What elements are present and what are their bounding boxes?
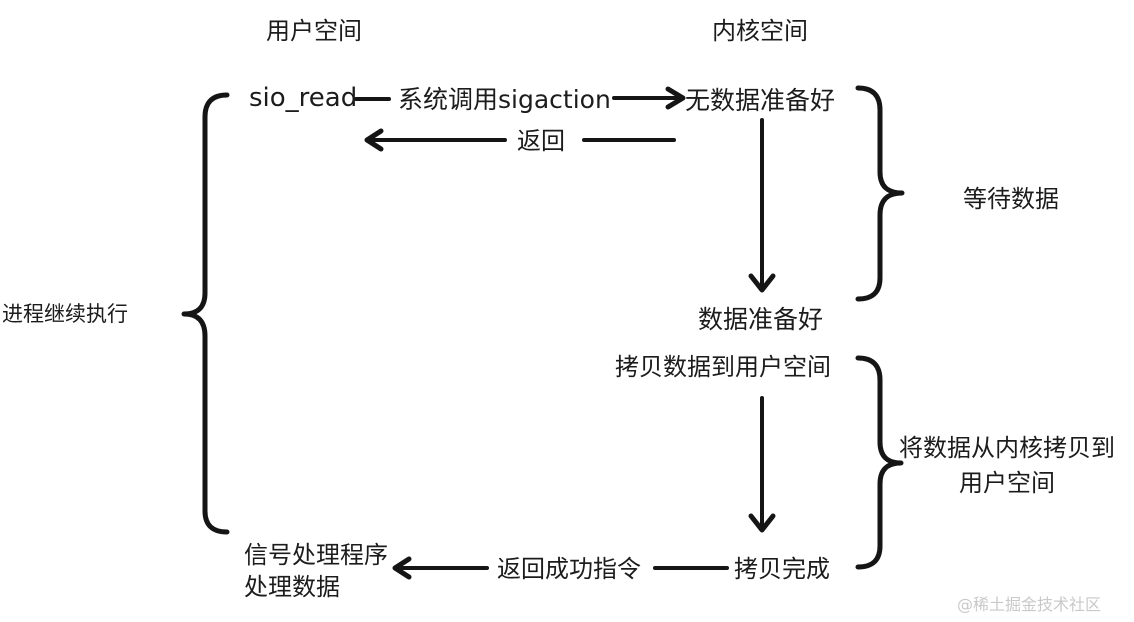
- edge-label-return: 返回: [517, 127, 565, 155]
- arrow-left-head-icon-2: [392, 556, 412, 580]
- node-no-data-ready: 无数据准备好: [685, 86, 836, 115]
- annotation-copy-from-kernel: 将数据从内核拷贝到 用户空间: [899, 434, 1115, 497]
- arrow-right-head-icon: [665, 86, 686, 110]
- node-copy-done: 拷贝完成: [734, 555, 830, 583]
- node-data-ready: 数据准备好: [698, 305, 824, 334]
- edge-label-return-success: 返回成功指令: [497, 555, 641, 583]
- annotation-wait-data: 等待数据: [963, 185, 1059, 213]
- brace-wait-data: [855, 85, 905, 302]
- user-space-column-label: 用户空间: [266, 17, 362, 45]
- watermark: @稀土掘金技术社区: [957, 595, 1102, 614]
- node-copy-data-to-user-space: 拷贝数据到用户空间: [615, 353, 831, 381]
- brace-copy-data: [855, 355, 904, 570]
- node-syscall-sigaction: 系统调用sigaction: [398, 85, 611, 114]
- annotation-process-continue: 进程继续执行: [2, 302, 128, 326]
- kernel-space-column-label: 内核空间: [712, 17, 808, 45]
- node-sio-read: sio_read: [249, 83, 358, 113]
- brace-process-continue: [181, 92, 230, 535]
- arrow-left-head-icon: [364, 128, 384, 152]
- node-signal-handler: 信号处理程序 处理数据: [244, 541, 388, 601]
- arrow-down-head-icon-2: [748, 513, 776, 533]
- arrow-down-head-icon-1: [748, 273, 776, 293]
